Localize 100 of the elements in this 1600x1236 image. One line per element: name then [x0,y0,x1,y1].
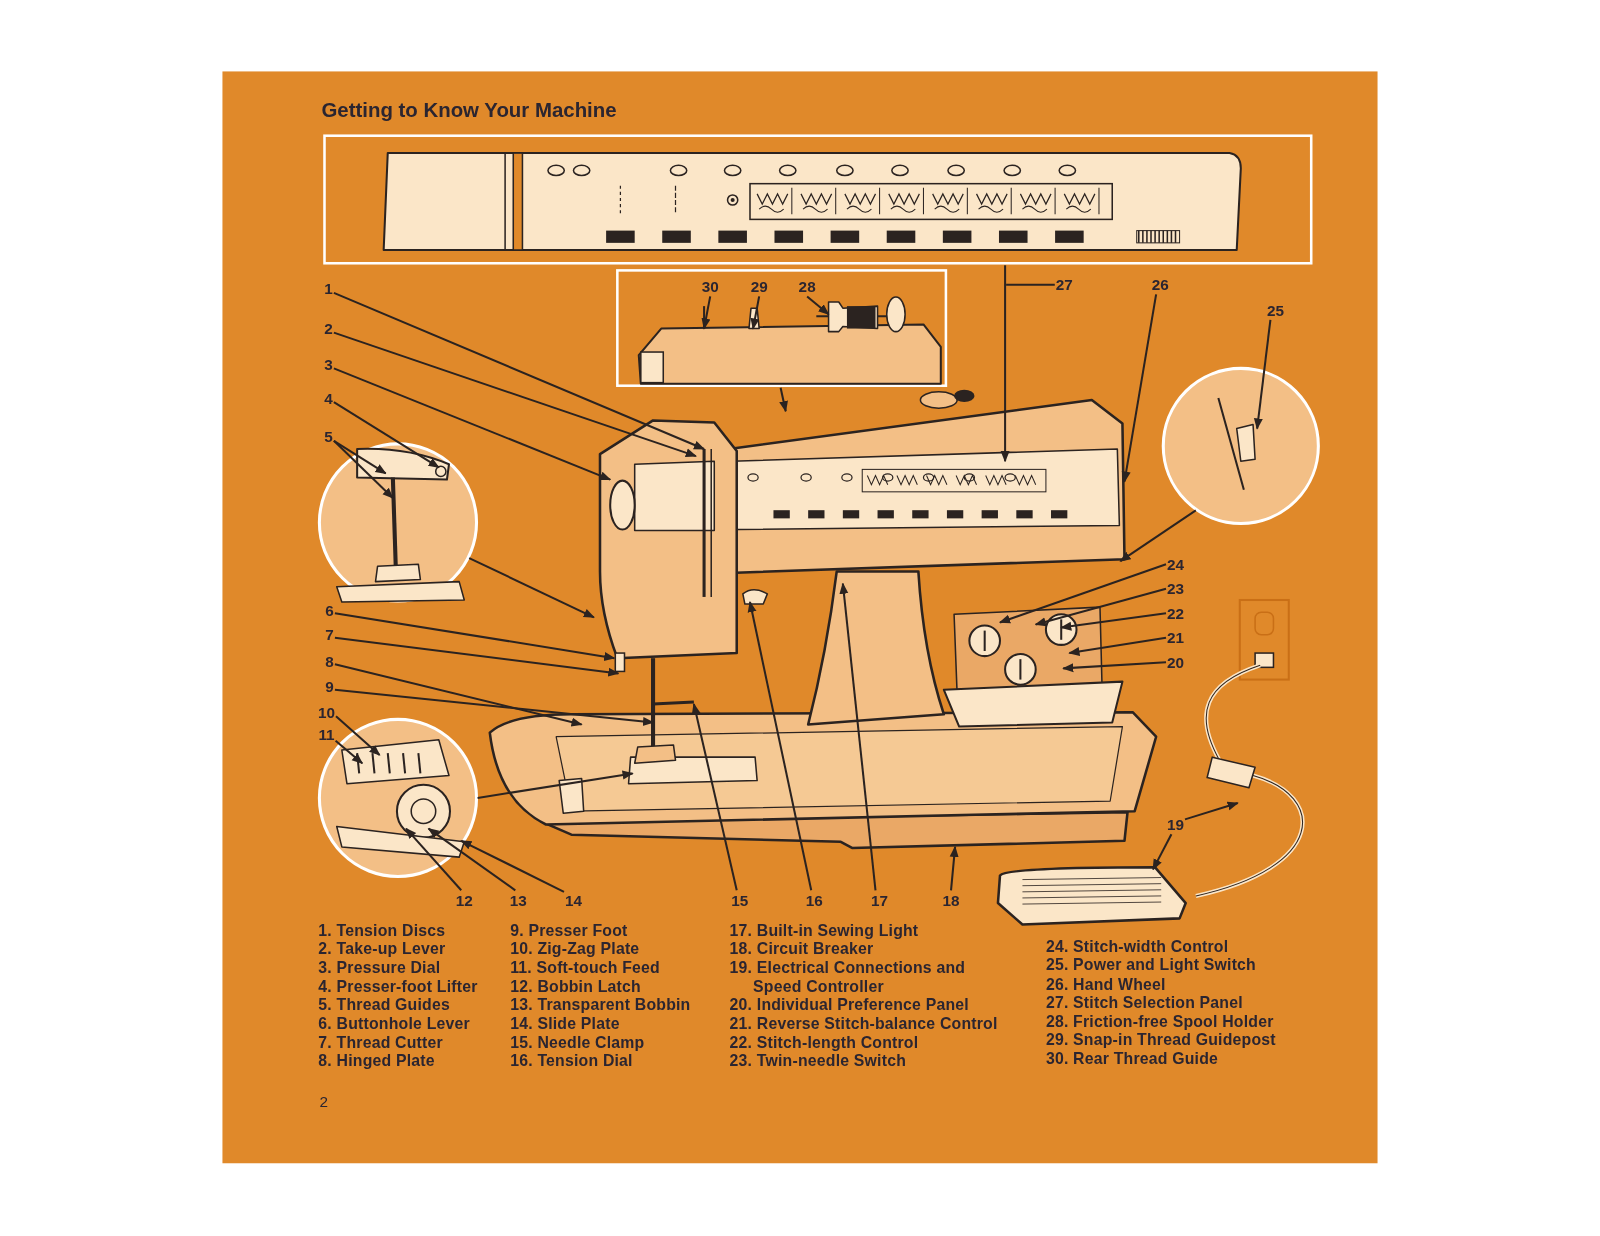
callout-number: 2 [324,319,333,338]
parts-list-item: 19. Electrical Connections and Speed Controller [729,958,967,997]
parts-list-item: 27. Stitch Selection Panel [1045,993,1243,1013]
parts-list-item: 7. Thread Cutter [318,1033,443,1053]
arrow [1000,265,1010,463]
arrow [334,636,620,677]
arrow [750,296,761,330]
callout-number: 7 [325,626,334,644]
switch-detail-drawing [1161,366,1321,526]
arrow [405,827,462,891]
parts-list-item: 2. Take-up Lever [318,940,446,959]
callout-number: 11 [318,726,335,744]
foot-controller-drawing [995,865,1189,927]
parts-list-item: 6. Buttonhole Lever [318,1014,470,1034]
parts-list-item: 30. Rear Thread Guide [1045,1049,1219,1069]
callout-number: 10 [318,703,336,721]
callout-number: 16 [805,891,823,909]
callout-number: 20 [1167,653,1184,671]
callout-number: 1 [324,280,333,298]
parts-list-item: 22. Stitch-length Control [729,1033,919,1053]
arrow [333,401,440,469]
arrow [747,600,813,891]
parts-list-item: 14. Slide Plate [510,1014,620,1034]
leader-line [1006,283,1055,286]
callout-number: 12 [455,891,473,909]
arrow [1062,661,1167,673]
parts-list-item: 12. Bobbin Latch [510,977,641,997]
arrow [1152,833,1173,871]
callout-number: 18 [942,891,960,909]
callout-number: 6 [325,601,334,619]
arrow [333,439,387,475]
callout-number: 27 [1055,276,1073,294]
arrow [949,845,959,891]
page-number: 2 [319,1092,328,1112]
arrow [779,387,788,413]
callout-number: 26 [1151,276,1169,294]
arrow [1034,587,1167,627]
callout-number: 9 [325,678,334,696]
parts-list-item: 20. Individual Preference Panel [729,996,969,1015]
callout-number: 28 [798,278,816,296]
arrow [477,770,634,799]
callout-number: 25 [1267,301,1284,319]
parts-list-item: 8. Hinged Plate [318,1052,435,1071]
parts-list-item: 15. Needle Clamp [510,1033,645,1053]
arrow [468,557,595,619]
callout-number: 30 [701,278,719,296]
callout-number: 8 [325,652,334,670]
arrow [334,612,616,661]
callout-number: 17 [871,891,889,909]
arrow [427,827,516,892]
parts-list-item: 10. Zig-Zag Plate [510,940,640,959]
arrow [701,296,712,330]
callout-number: 23 [1167,580,1184,598]
parts-list-item: 16. Tension Dial [510,1052,633,1071]
control-panel-drawing [322,133,1314,266]
parts-list-item: 25. Power and Light Switch [1045,956,1256,976]
arrow [334,663,583,727]
spool-holder-drawing [615,268,948,388]
callout-number: 29 [750,278,768,296]
callout-number: 4 [324,389,333,407]
arrow [998,563,1167,624]
callout-number: 24 [1167,555,1184,573]
parts-list-item: 1. Tension Discs [318,921,446,941]
arrow [333,331,697,458]
callout-number: 19 [1167,815,1184,834]
arrow [806,295,830,316]
parts-list-item: 24. Stitch-width Control [1045,937,1229,957]
arrow [333,440,394,499]
parts-list-item: 21. Reverse Stitch-balance Control [729,1014,998,1034]
page-title: Getting to Know Your Machine [321,98,617,123]
arrow [1119,509,1197,563]
arrow [1253,319,1272,430]
parts-list-item: 4. Presser-foot Lifter [318,977,478,997]
parts-list-item: 26. Hand Wheel [1045,975,1166,994]
arrow [691,703,738,891]
arrow [333,291,706,450]
parts-list-item: 9. Presser Foot [510,921,628,941]
parts-list-item: 13. Transparent Bobbin [510,996,691,1015]
parts-list-item: 3. Pressure Dial [318,958,441,978]
callout-number: 13 [509,891,527,909]
arrow [333,367,612,481]
arrow [1121,294,1158,483]
parts-list-item: 23. Twin-needle Switch [729,1052,907,1071]
arrow [334,740,364,765]
arrow [1184,801,1239,821]
parts-list-item: 5. Thread Guides [318,996,450,1015]
callout-number: 21 [1167,629,1184,647]
callout-number: 3 [324,355,333,373]
callout-number: 14 [564,891,582,909]
parts-list-item: 18. Circuit Breaker [729,940,874,959]
callout-number: 5 [324,428,333,446]
thread-guide-detail-drawing [317,441,479,604]
arrow [1068,636,1167,656]
parts-list-item: 17. Built-in Sewing Light [729,921,919,941]
arrow [1060,612,1167,631]
bobbin-detail-drawing [317,717,479,879]
callout-number: 15 [731,891,749,909]
arrow [460,839,565,893]
parts-list-item: 29. Snap-in Thread Guidepost [1045,1031,1276,1050]
parts-list-item: 11. Soft-touch Feed [510,958,660,978]
